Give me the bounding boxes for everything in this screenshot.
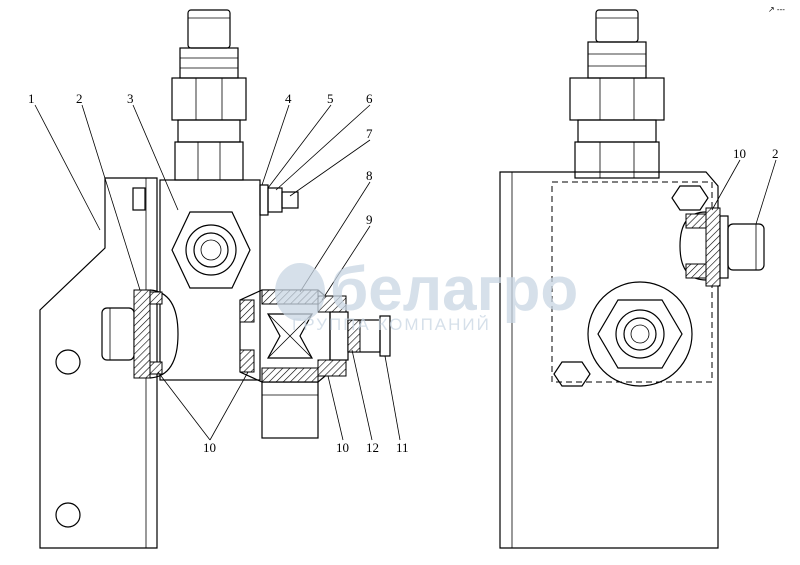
body-hex-plug	[171, 211, 251, 289]
callout-8: 8	[366, 168, 373, 183]
callout-10-mid: 10	[336, 440, 349, 455]
top-stem	[187, 9, 231, 49]
callout-6: 6	[366, 91, 373, 106]
bottom-outlet	[261, 381, 319, 439]
callout-7: 7	[366, 126, 373, 141]
watermark-brand: белагро	[330, 255, 578, 324]
callout-12: 12	[366, 440, 379, 455]
callout-11: 11	[396, 440, 409, 455]
watermark-subtitle: ГРУППА КОМПАНИЙ	[292, 315, 491, 334]
callout-2-right: 2	[772, 146, 779, 161]
callout-5: 5	[327, 91, 334, 106]
bracket-hole-lower	[55, 502, 81, 528]
right-top-nut	[569, 77, 665, 121]
top-nut	[171, 77, 247, 121]
callout-1: 1	[28, 91, 35, 106]
callout-2: 2	[76, 91, 83, 106]
watermark: белагро ГРУППА КОМПАНИЙ	[275, 255, 578, 334]
left-fitting	[101, 307, 135, 361]
valve-body	[159, 179, 261, 381]
right-view: 10 2	[499, 9, 779, 549]
bracket-plate	[39, 177, 158, 549]
flange	[587, 281, 693, 387]
callout-9: 9	[366, 212, 373, 227]
corner-mark: ↗ ---	[768, 5, 785, 14]
right-fitting	[727, 223, 765, 271]
bracket-hole-upper	[55, 349, 81, 375]
callout-10-right: 10	[733, 146, 746, 161]
side-fitting	[281, 191, 299, 209]
callout-3: 3	[127, 91, 134, 106]
callout-10-left: 10	[203, 440, 216, 455]
callout-4: 4	[285, 91, 292, 106]
lower-nut	[174, 141, 244, 181]
right-bracket	[499, 171, 719, 549]
